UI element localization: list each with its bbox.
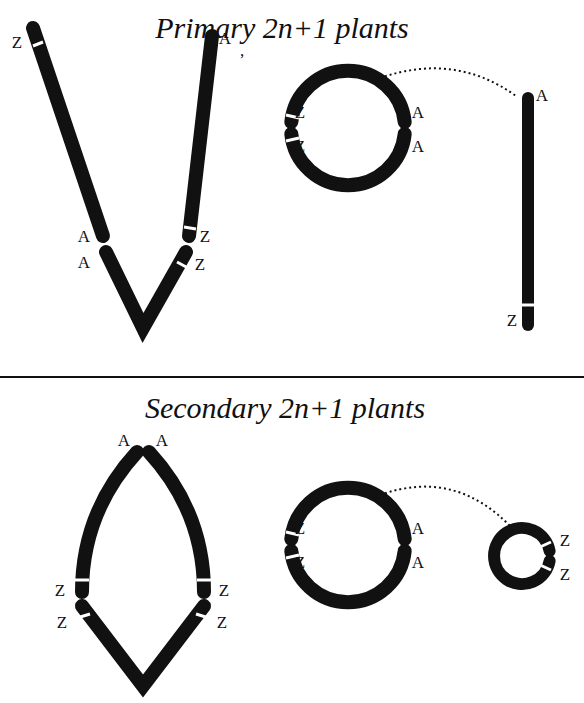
gene-label: Z: [219, 582, 229, 599]
gene-label: A: [118, 432, 130, 449]
association-lines: [380, 68, 516, 528]
section-heading: Secondary 2n+1 plants: [145, 393, 425, 423]
gene-label: Z: [295, 104, 305, 121]
gene-label: Z: [217, 614, 227, 631]
gene-label: A: [78, 228, 90, 245]
chromosome: [189, 36, 212, 236]
chromosome: [291, 488, 404, 539]
gene-label: Z: [200, 228, 210, 245]
chromosome: [33, 28, 103, 236]
chromosome: [106, 252, 186, 328]
gene-label: A: [219, 30, 231, 47]
chromosome: [82, 606, 204, 686]
gene-label: Z: [560, 566, 570, 583]
gene-label: Z: [12, 34, 22, 51]
punctuation-mark: ,: [240, 42, 244, 59]
chromosome: [149, 452, 204, 592]
gene-label: Z: [295, 554, 305, 571]
chromosome: [291, 71, 404, 122]
gene-label: Z: [55, 582, 65, 599]
section-heading: Primary 2n+1 plants: [155, 13, 409, 43]
gene-label: Z: [507, 312, 517, 329]
gene-label: A: [78, 254, 90, 271]
chromosome: [82, 452, 137, 592]
chromosome: [522, 98, 534, 325]
chromosome: [291, 551, 404, 602]
chromosome: [494, 528, 550, 584]
gene-label: A: [412, 554, 424, 571]
gene-label: Z: [295, 138, 305, 155]
gene-label: Z: [295, 520, 305, 537]
gene-label: Z: [57, 614, 67, 631]
gene-label: A: [412, 104, 424, 121]
gene-label: Z: [195, 256, 205, 273]
gene-label: A: [412, 520, 424, 537]
divider-line: [0, 376, 584, 378]
chromosomes: [33, 28, 550, 686]
gene-label: A: [412, 138, 424, 155]
gene-label: A: [156, 432, 168, 449]
gene-label: A: [536, 87, 548, 104]
gene-label: Z: [560, 532, 570, 549]
chromosome: [291, 134, 404, 185]
white-bands: [33, 42, 551, 618]
